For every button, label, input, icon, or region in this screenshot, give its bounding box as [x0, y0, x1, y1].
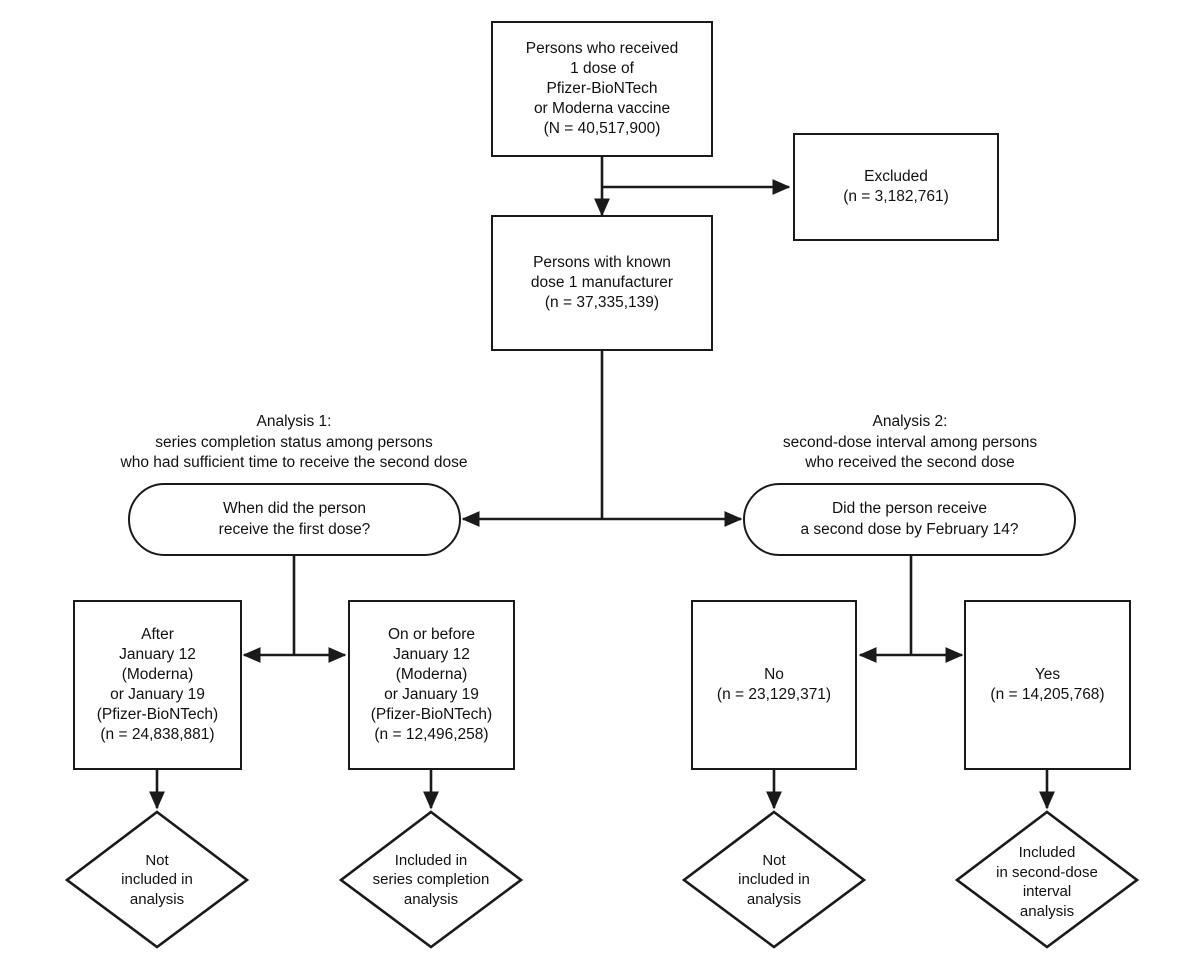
caption-analysis-1: Analysis 1: series completion status amo…	[44, 392, 544, 474]
caption-analysis-2: Analysis 2: second-dose interval among p…	[660, 392, 1160, 474]
node-known-manufacturer[interactable]: Persons with known dose 1 manufacturer (…	[491, 215, 713, 351]
node-outcome-series-completion-label: Included in series completion analysis	[372, 851, 490, 908]
node-second-dose-no-label: No (n = 23,129,371)	[716, 665, 832, 703]
node-second-dose-yes-label: Yes (n = 14,205,768)	[990, 665, 1105, 703]
node-known-manufacturer-label: Persons with known dose 1 manufacturer (…	[530, 253, 674, 312]
node-outcome-second-dose-interval[interactable]: Included in second-dose interval analysi…	[965, 830, 1129, 934]
caption-analysis-1-text: Analysis 1: series completion status amo…	[120, 413, 468, 472]
diamond-series-completion	[338, 810, 524, 949]
node-excluded[interactable]: Excluded (n = 3,182,761)	[793, 133, 999, 241]
node-outcome-not-included-left-label: Not included in analysis	[121, 851, 193, 908]
node-excluded-label: Excluded (n = 3,182,761)	[843, 167, 949, 205]
node-second-dose-no[interactable]: No (n = 23,129,371)	[691, 600, 857, 770]
diamond-second-dose-interval	[954, 810, 1140, 949]
node-outcome-second-dose-interval-label: Included in second-dose interval analysi…	[996, 844, 1098, 920]
node-after-cutoff-label: After January 12 (Moderna) or January 19…	[96, 625, 219, 744]
node-outcome-not-included-left[interactable]: Not included in analysis	[77, 835, 237, 925]
node-decision-first-dose-label: When did the person receive the first do…	[218, 500, 371, 538]
node-decision-second-dose-label: Did the person receive a second dose by …	[800, 500, 1019, 538]
node-outcome-not-included-right-label: Not included in analysis	[738, 851, 810, 908]
node-decision-first-dose[interactable]: When did the person receive the first do…	[128, 483, 461, 556]
node-source-population-label: Persons who received 1 dose of Pfizer-Bi…	[525, 39, 679, 138]
caption-analysis-2-text: Analysis 2: second-dose interval among p…	[782, 413, 1038, 472]
diamond-not-included-left	[64, 810, 250, 949]
node-source-population[interactable]: Persons who received 1 dose of Pfizer-Bi…	[491, 21, 713, 157]
node-decision-second-dose[interactable]: Did the person receive a second dose by …	[743, 483, 1076, 556]
diamond-not-included-right	[681, 810, 867, 949]
node-second-dose-yes[interactable]: Yes (n = 14,205,768)	[964, 600, 1131, 770]
node-on-or-before-cutoff[interactable]: On or before January 12 (Moderna) or Jan…	[348, 600, 515, 770]
node-after-cutoff[interactable]: After January 12 (Moderna) or January 19…	[73, 600, 242, 770]
node-outcome-not-included-right[interactable]: Not included in analysis	[694, 835, 854, 925]
node-on-or-before-cutoff-label: On or before January 12 (Moderna) or Jan…	[370, 625, 493, 744]
node-outcome-series-completion[interactable]: Included in series completion analysis	[349, 835, 513, 925]
